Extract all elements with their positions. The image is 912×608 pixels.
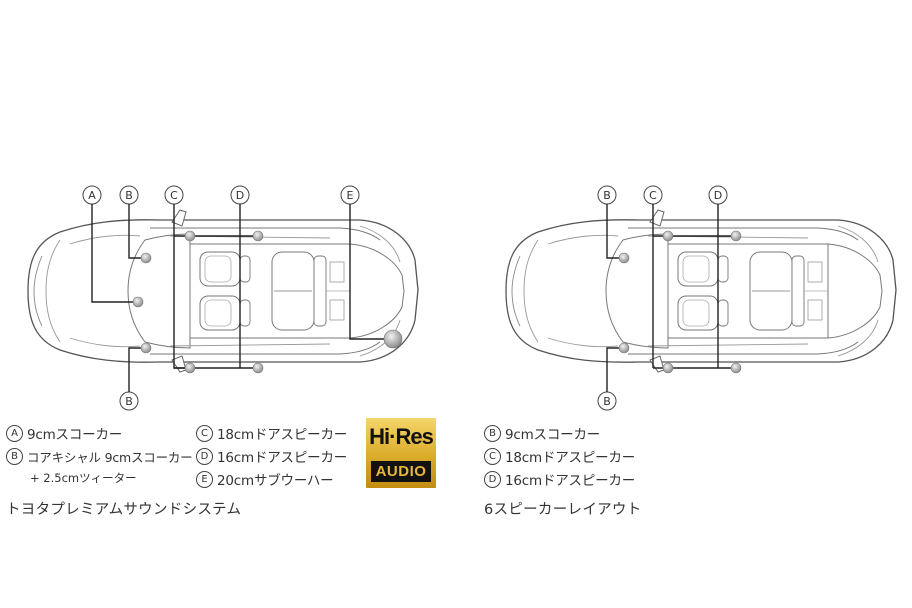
legend-left-e-badge: E bbox=[196, 470, 213, 488]
label-c: C bbox=[164, 185, 184, 205]
legend-right-b-badge: B bbox=[484, 424, 501, 442]
speaker-d-rear-door-left bbox=[252, 230, 264, 242]
label-a-text: A bbox=[88, 189, 96, 202]
legend-left-d-badge: D bbox=[196, 447, 213, 465]
label-e-text: E bbox=[347, 189, 354, 202]
label-a: A bbox=[82, 185, 102, 205]
legend-left-e-text: 20cmサブウーハー bbox=[217, 473, 334, 489]
label-b-top-right-text: B bbox=[603, 189, 611, 202]
car-diagram-right: B C D B bbox=[505, 185, 897, 411]
label-d-right-text: D bbox=[714, 189, 722, 202]
hires-logo-top-text: Hi·Res bbox=[369, 424, 434, 449]
speaker-b-front-left bbox=[140, 252, 152, 264]
speaker-d-rear-door-right-r bbox=[730, 362, 742, 374]
label-b-top: B bbox=[119, 185, 139, 205]
speakers-left bbox=[132, 230, 403, 374]
hires-audio-logo: Hi·Res AUDIO bbox=[366, 418, 436, 488]
legend-left-b: B コアキシャル 9cmスコーカー bbox=[6, 446, 193, 466]
car-diagram-left: A B C D E B bbox=[27, 185, 419, 411]
legend-left-a-badge: A bbox=[6, 424, 23, 442]
speaker-b-front-right-r bbox=[618, 342, 630, 354]
speaker-c-front-door-left bbox=[184, 230, 196, 242]
label-c-text: C bbox=[170, 189, 178, 202]
legend-right-d-text: 16cmドアスピーカー bbox=[505, 473, 636, 489]
speaker-a-center bbox=[132, 296, 144, 308]
legend-right-b-text: 9cmスコーカー bbox=[505, 427, 601, 443]
legend-right-c: C 18cmドアスピーカー bbox=[484, 446, 635, 466]
leader-lines-left bbox=[91, 204, 392, 392]
speaker-b-front-left-r bbox=[618, 252, 630, 264]
leader-lines-right bbox=[606, 204, 736, 392]
label-b-bottom-right-text: B bbox=[603, 395, 611, 408]
speaker-c-front-door-right bbox=[184, 362, 196, 374]
label-b-top-right: B bbox=[597, 185, 617, 205]
legend-right-d-badge: D bbox=[484, 470, 501, 488]
legend-left-c-text: 18cmドアスピーカー bbox=[217, 427, 348, 443]
legend-left-a: A 9cmスコーカー bbox=[6, 423, 122, 443]
label-b-bottom: B bbox=[119, 391, 139, 411]
speaker-c-front-door-right-r bbox=[662, 362, 674, 374]
caption-left: トヨタプレミアムサウンドシステム bbox=[6, 502, 242, 518]
speaker-d-rear-door-left-r bbox=[730, 230, 742, 242]
speaker-e-subwoofer bbox=[383, 329, 403, 349]
speaker-c-front-door-left-r bbox=[662, 230, 674, 242]
legend-left-c-badge: C bbox=[196, 424, 213, 442]
speakers-right bbox=[618, 230, 742, 374]
label-b-bottom-text: B bbox=[125, 395, 133, 408]
legend-left-d: D 16cmドアスピーカー bbox=[196, 446, 347, 466]
hires-logo-bottom-text: AUDIO bbox=[371, 461, 431, 482]
label-b-bottom-right: B bbox=[597, 391, 617, 411]
caption-right: 6スピーカーレイアウト bbox=[484, 502, 642, 518]
legend-right-b: B 9cmスコーカー bbox=[484, 423, 600, 443]
legend-left-e: E 20cmサブウーハー bbox=[196, 469, 334, 489]
legend-left-b-badge: B bbox=[6, 447, 23, 465]
legend-left-d-text: 16cmドアスピーカー bbox=[217, 450, 348, 466]
label-c-right: C bbox=[643, 185, 663, 205]
legend-left-b-text: コアキシャル 9cmスコーカー bbox=[27, 449, 193, 465]
label-d-right: D bbox=[708, 185, 728, 205]
legend-left-c: C 18cmドアスピーカー bbox=[196, 423, 347, 443]
legend-right-c-text: 18cmドアスピーカー bbox=[505, 450, 636, 466]
label-d-text: D bbox=[236, 189, 244, 202]
label-d: D bbox=[230, 185, 250, 205]
speaker-d-rear-door-right bbox=[252, 362, 264, 374]
legend-left-b-subtext: + 2.5cmツィーター bbox=[30, 471, 137, 485]
legend-left-a-text: 9cmスコーカー bbox=[27, 427, 123, 443]
legend-right-c-badge: C bbox=[484, 447, 501, 465]
speaker-b-front-right bbox=[140, 342, 152, 354]
legend-right-d: D 16cmドアスピーカー bbox=[484, 469, 635, 489]
label-c-right-text: C bbox=[649, 189, 657, 202]
label-e: E bbox=[340, 185, 360, 205]
label-b-top-text: B bbox=[125, 189, 133, 202]
